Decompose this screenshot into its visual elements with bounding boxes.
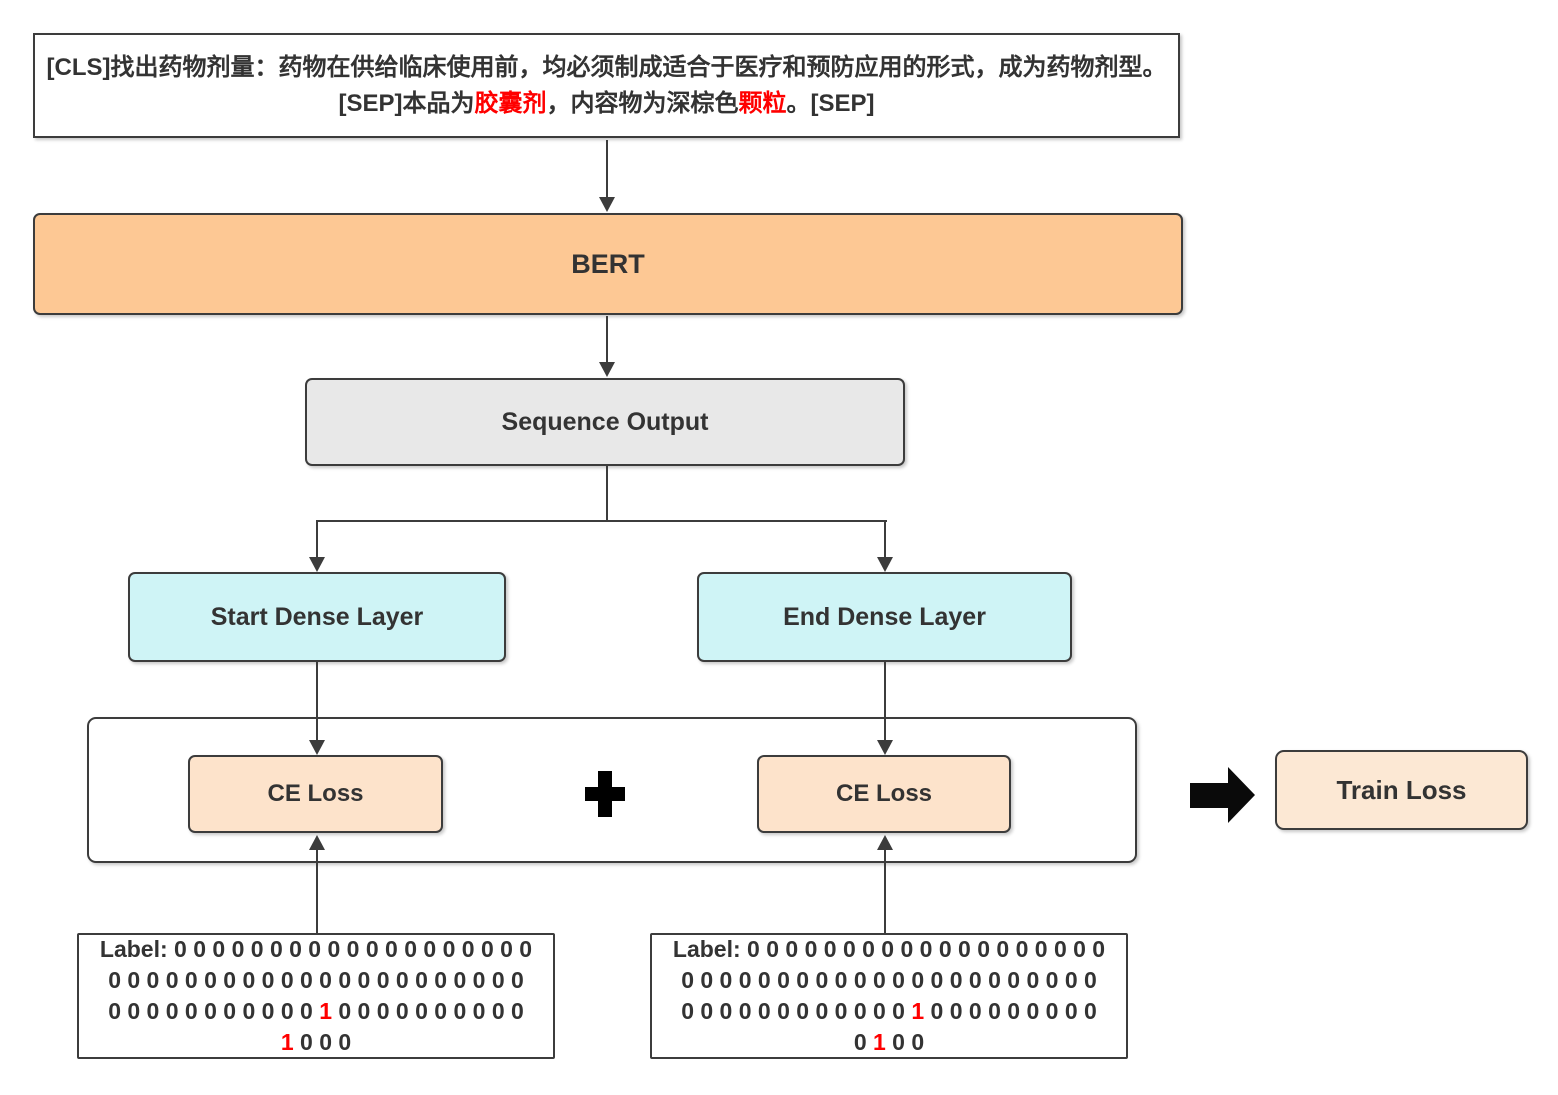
label-prefix: Label: <box>672 936 748 962</box>
sequence-output-label: Sequence Output <box>501 407 709 436</box>
start-label-line-3: 0 0 0 0 0 0 0 0 0 0 0 1 0 0 0 0 0 0 0 0 … <box>108 996 524 1027</box>
input-line-1: [CLS]找出药物剂量：药物在供给临床使用前，均必须制成适合于医疗和预防应用的形… <box>46 53 1167 81</box>
input-line2-text: 。[SEP] <box>786 89 875 117</box>
arrow-bert-to-sequence-line <box>606 316 608 363</box>
arrow-up-icon <box>309 835 325 850</box>
end-dense-layer-label: End Dense Layer <box>783 602 986 631</box>
arrow-down-icon <box>599 197 615 212</box>
label-zeros: 0 0 0 0 0 0 0 0 0 0 0 0 0 0 0 0 0 0 0 <box>174 936 533 962</box>
ce-loss-start-node: CE Loss <box>188 755 443 833</box>
end-label-line-2: 0 0 0 0 0 0 0 0 0 0 0 0 0 0 0 0 0 0 0 0 … <box>681 965 1097 996</box>
arrow-start-dense-to-ce-line <box>316 662 318 741</box>
train-loss-node: Train Loss <box>1275 750 1528 830</box>
input-sequence-box: [CLS]找出药物剂量：药物在供给临床使用前，均必须制成适合于医疗和预防应用的形… <box>33 33 1180 138</box>
start-position-one: 1 <box>280 1029 294 1055</box>
start-dense-layer-label: Start Dense Layer <box>210 602 424 631</box>
answer-span-granule: 颗粒 <box>738 89 787 117</box>
end-position-one: 1 <box>911 998 925 1024</box>
input-line2-text: ，内容物为深棕色 <box>546 89 739 117</box>
arrow-down-icon <box>309 557 325 572</box>
arrow-down-icon <box>877 557 893 572</box>
arrow-down-icon <box>599 362 615 377</box>
arrow-start-label-to-ce-line <box>316 849 318 933</box>
arrow-end-label-to-ce-line <box>884 849 886 933</box>
end-dense-layer-node: End Dense Layer <box>697 572 1072 662</box>
end-label-line-3: 0 0 0 0 0 0 0 0 0 0 0 0 1 0 0 0 0 0 0 0 … <box>681 996 1097 1027</box>
ce-loss-end-node: CE Loss <box>757 755 1011 833</box>
label-zeros: 0 0 0 0 0 0 0 0 0 0 0 <box>108 998 320 1024</box>
arrow-right-icon <box>1228 767 1255 823</box>
split-left-drop-line <box>316 520 318 558</box>
label-zeros: 0 <box>853 1029 873 1055</box>
train-loss-label: Train Loss <box>1336 774 1467 805</box>
end-label-line-1: Label: 0 0 0 0 0 0 0 0 0 0 0 0 0 0 0 0 0… <box>673 934 1105 965</box>
label-zeros: 0 0 0 0 0 0 0 0 0 0 0 0 0 0 0 0 0 0 0 0 … <box>108 967 524 993</box>
plus-icon <box>585 787 625 801</box>
arrow-end-dense-to-ce-line <box>884 662 886 741</box>
arrow-input-to-bert-line <box>606 140 608 198</box>
arrow-down-icon <box>309 740 325 755</box>
bert-node: BERT <box>33 213 1183 315</box>
start-label-box: Label: 0 0 0 0 0 0 0 0 0 0 0 0 0 0 0 0 0… <box>77 933 555 1059</box>
input-line2-text: [SEP]本品为 <box>338 89 475 117</box>
start-dense-layer-node: Start Dense Layer <box>128 572 506 662</box>
label-zeros: 0 0 0 0 0 0 0 0 0 <box>924 998 1097 1024</box>
start-position-one: 1 <box>319 998 332 1024</box>
end-label-line-4: 0 1 0 0 <box>854 1027 924 1058</box>
bert-label: BERT <box>571 248 645 279</box>
arrow-up-icon <box>877 835 893 850</box>
arrow-down-icon <box>877 740 893 755</box>
ce-loss-end-label: CE Loss <box>835 780 933 807</box>
arrow-to-train-loss-icon <box>1190 783 1228 808</box>
answer-span-capsule: 胶囊剂 <box>474 89 547 117</box>
input-line-2: [SEP]本品为胶囊剂，内容物为深棕色颗粒。[SEP] <box>338 86 874 122</box>
label-zeros: 0 0 0 <box>293 1029 352 1055</box>
sequence-output-node: Sequence Output <box>305 378 905 466</box>
split-crossbar-line <box>316 520 887 522</box>
start-label-line-2: 0 0 0 0 0 0 0 0 0 0 0 0 0 0 0 0 0 0 0 0 … <box>108 965 524 996</box>
start-label-line-4: 1 0 0 0 <box>281 1027 351 1058</box>
label-prefix: Label: <box>99 936 175 962</box>
split-stem-line <box>606 466 608 522</box>
split-right-drop-line <box>884 520 886 558</box>
end-label-box: Label: 0 0 0 0 0 0 0 0 0 0 0 0 0 0 0 0 0… <box>650 933 1128 1059</box>
label-zeros: 0 0 0 0 0 0 0 0 0 0 0 0 0 0 0 0 0 0 0 0 … <box>681 967 1097 993</box>
ce-loss-start-label: CE Loss <box>267 780 364 807</box>
start-label-line-1: Label: 0 0 0 0 0 0 0 0 0 0 0 0 0 0 0 0 0… <box>100 934 532 965</box>
end-position-one: 1 <box>873 1029 886 1055</box>
label-zeros: 0 0 0 0 0 0 0 0 0 0 0 0 <box>681 998 912 1024</box>
label-zeros: 0 0 <box>885 1029 925 1055</box>
label-zeros: 0 0 0 0 0 0 0 0 0 0 0 0 0 0 0 0 0 0 0 <box>747 936 1106 962</box>
label-zeros: 0 0 0 0 0 0 0 0 0 0 <box>331 998 524 1024</box>
